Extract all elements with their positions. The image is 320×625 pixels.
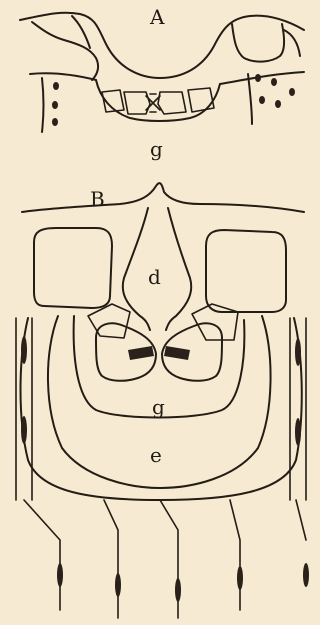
panel-a-left-cell (32, 22, 98, 80)
panel-a-chloroplast (271, 78, 277, 86)
panel-a-right-cell-2 (284, 30, 300, 56)
panel-a-guard-cell-right (188, 88, 214, 112)
panel-b-upper-left-cell (34, 228, 112, 308)
panel-b-lower-network (24, 500, 306, 618)
panel-a-side-wall-left (42, 78, 44, 132)
panel-b-subsidiary-cell-right (192, 304, 238, 340)
panel-b-throat-outline (123, 208, 150, 330)
panel-b-subsidiary-cell-left (88, 304, 130, 338)
panel-a-chloroplast (52, 118, 58, 126)
panel-a-chloroplast (53, 82, 59, 90)
panel-b-chamber-label: e (150, 443, 162, 467)
panel-a-label: A (149, 5, 165, 29)
panel-b-lower-cell-nucleus (175, 578, 181, 602)
panel-a-chloroplast (289, 88, 295, 96)
panel-a-right-cell (232, 24, 284, 62)
panel-a-guard-cell-right-inner (158, 92, 186, 114)
panel-b-lower-cell-nucleus (303, 563, 309, 587)
panel-a-drawing (20, 13, 304, 132)
panel-b-label: B (90, 187, 105, 211)
panel-a-chloroplast (52, 101, 58, 109)
panel-b-throat-outline-right (166, 208, 191, 330)
panel-b-guard-thickening-left (128, 346, 154, 360)
panel-b-guard-thickening-right (164, 346, 190, 360)
panel-a-lower-wall-right (220, 72, 304, 84)
panel-a-guard-label: g (150, 137, 163, 161)
panel-b-cavity-label: d (148, 265, 161, 289)
panel-b-lower-cell-nucleus (237, 566, 243, 590)
panel-b-lower-cell-nucleus (115, 573, 121, 597)
panel-a-lower-wall-left (30, 73, 96, 80)
panel-b-outer-surface (22, 183, 304, 212)
panel-b-right-cell-nucleus (295, 338, 301, 366)
panel-a-chloroplast (275, 100, 281, 108)
panel-a-chloroplast (259, 96, 265, 104)
panel-b-upper-right-cell (206, 230, 286, 312)
panel-b-lower-cell-nucleus (57, 563, 63, 587)
panel-b-guard-label: g (152, 395, 165, 419)
panel-b-left-cell-nucleus (21, 336, 27, 364)
panel-a-chloroplast (255, 74, 261, 82)
panel-a-side-wall-right (248, 74, 252, 124)
panel-b-left-cell-nucleus (21, 416, 27, 444)
panel-b-right-cell-nucleus (295, 418, 301, 446)
